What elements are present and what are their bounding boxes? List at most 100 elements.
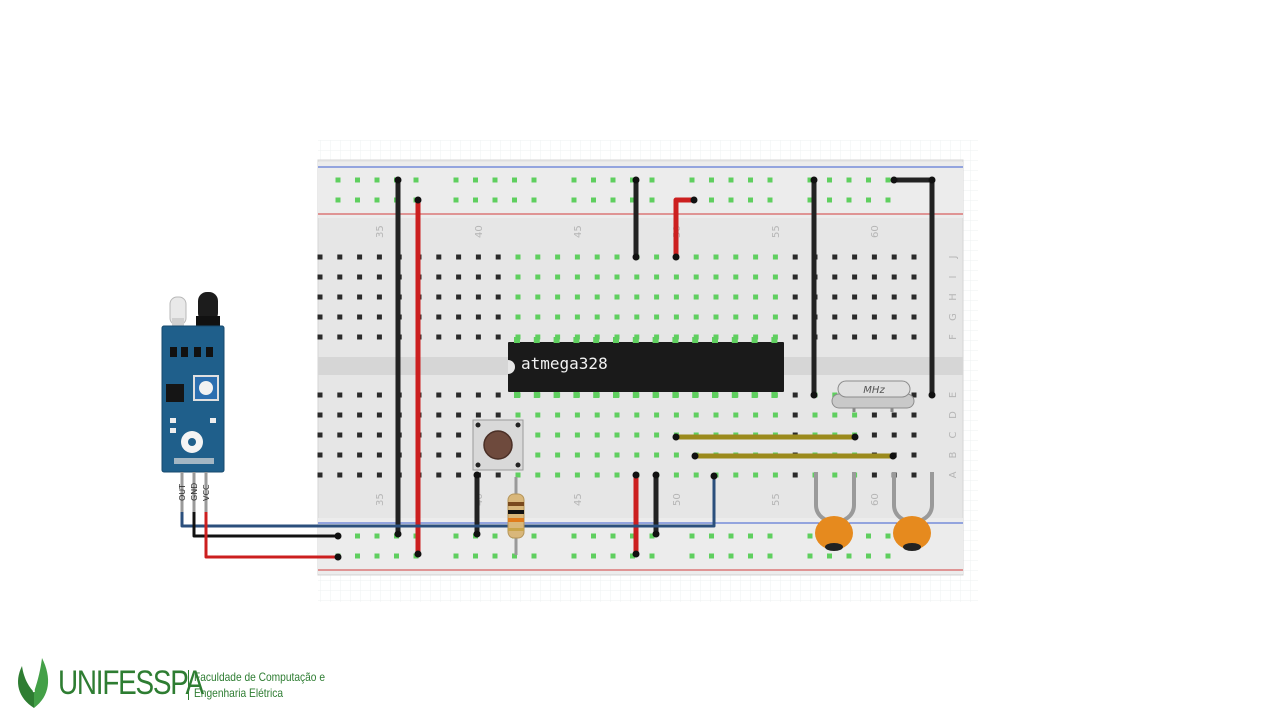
chip-pin — [613, 392, 619, 398]
hole — [772, 274, 778, 280]
hole — [317, 452, 323, 458]
row-label: C — [948, 431, 959, 438]
hole — [654, 452, 660, 458]
hole — [495, 274, 501, 280]
rail-hole — [767, 177, 773, 183]
rail-hole — [355, 177, 360, 183]
hole — [871, 294, 877, 300]
hole — [456, 452, 462, 458]
hole — [337, 314, 343, 320]
hole — [495, 294, 501, 300]
hole — [911, 274, 917, 280]
hole — [733, 274, 739, 280]
rail-hole — [748, 197, 753, 203]
hole — [357, 432, 363, 438]
chip-pin — [514, 337, 520, 343]
hole — [832, 472, 838, 478]
rail-hole — [355, 197, 360, 203]
rail-hole — [709, 177, 714, 183]
column-label: 55 — [771, 493, 782, 506]
rail-hole — [709, 553, 714, 559]
hole — [574, 452, 580, 458]
hole — [832, 274, 838, 280]
wire-end — [691, 452, 699, 460]
hole — [376, 334, 382, 340]
hole — [733, 412, 739, 418]
hole — [792, 254, 798, 260]
hole — [673, 314, 679, 320]
row-label: I — [948, 276, 959, 279]
hole — [713, 294, 719, 300]
chip-pin — [692, 392, 699, 398]
rail-hole — [374, 177, 380, 183]
hole — [357, 254, 363, 260]
hole — [535, 254, 541, 260]
hole — [693, 472, 699, 478]
hole — [456, 314, 462, 320]
hole — [713, 274, 719, 280]
hole — [555, 314, 561, 320]
hole — [574, 412, 580, 418]
capacitor-2 — [892, 472, 934, 551]
hole — [555, 432, 561, 438]
row-label: G — [948, 313, 959, 321]
hole — [317, 334, 323, 340]
hole — [713, 254, 719, 260]
hole — [693, 294, 699, 300]
hole — [673, 452, 679, 458]
hole — [495, 254, 501, 260]
rail-hole — [630, 533, 635, 539]
chip-pin — [553, 392, 560, 398]
hole — [594, 452, 600, 458]
rail-hole — [866, 197, 871, 203]
rail-hole — [335, 177, 341, 183]
hole — [574, 254, 580, 260]
crystal-label: MHz — [863, 385, 885, 396]
hole — [693, 412, 699, 418]
rail-hole — [807, 177, 813, 183]
hole — [515, 294, 521, 300]
rail-hole — [827, 177, 832, 183]
hole — [832, 294, 838, 300]
rail-hole — [591, 197, 596, 203]
rail-hole — [866, 553, 871, 559]
rail-hole — [531, 177, 537, 183]
rail-hole — [512, 553, 517, 559]
hole — [792, 294, 798, 300]
rail-hole — [374, 197, 380, 203]
hole — [535, 472, 541, 478]
hole — [832, 314, 838, 320]
ir-sensor-module: OUT GND VCC — [161, 292, 225, 512]
hole — [555, 254, 561, 260]
wire-sensor-gnd-black — [192, 510, 338, 538]
hole — [772, 412, 778, 418]
hole — [792, 412, 798, 418]
hole — [337, 274, 343, 280]
hole — [475, 334, 481, 340]
rail-hole — [649, 177, 655, 183]
hole — [871, 334, 877, 340]
hole — [832, 254, 838, 260]
push-button — [472, 419, 524, 471]
hole — [891, 274, 897, 280]
hole — [733, 254, 739, 260]
rail-hole — [748, 553, 753, 559]
rail-hole — [728, 533, 734, 539]
hole — [832, 334, 838, 340]
wire-end — [928, 391, 936, 399]
hole — [357, 334, 363, 340]
hole — [634, 432, 640, 438]
rail-hole — [807, 197, 813, 203]
hole — [456, 334, 462, 340]
capacitor-1 — [814, 472, 856, 551]
hole — [792, 334, 798, 340]
atmega328-chip: atmega328 — [508, 337, 784, 398]
column-label: 60 — [870, 493, 881, 506]
hole — [376, 392, 382, 398]
hole — [891, 334, 897, 340]
column-label: 40 — [474, 225, 485, 238]
rail-hole — [512, 197, 517, 203]
chip-pin — [652, 392, 659, 398]
hole — [574, 432, 580, 438]
